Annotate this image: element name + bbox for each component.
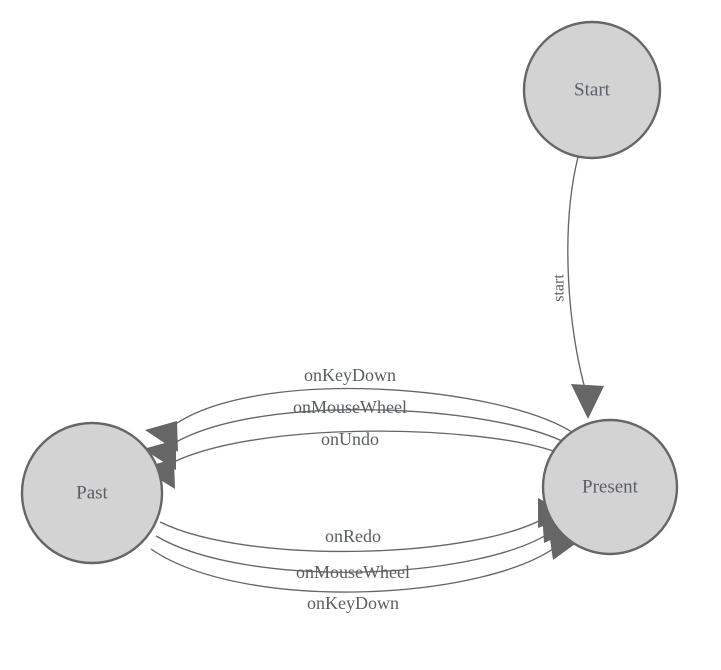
edge-path-start-to-present [567,156,587,393]
node-start-label: Start [574,79,611,100]
node-past[interactable]: Past [20,421,164,565]
edge-path-past-to-present-onmousewheel [155,529,555,573]
edge-label-present-to-past-onmousewheel: onMouseWheel [293,397,407,417]
edge-path-present-to-past-onkeydown [169,387,576,435]
edge-path-present-to-past-onundo [165,430,557,467]
edge-label-start: start [551,274,568,302]
edge-present-to-past-onundo[interactable]: onUndo [141,429,557,489]
edge-label-past-to-present-onkeydown: onKeyDown [307,593,399,613]
node-present[interactable]: Present [541,418,679,556]
edge-path-past-to-present-onkeydown [150,542,562,593]
edge-path-past-to-present-onredo [159,515,549,553]
node-present-circle [541,418,679,556]
node-present-label: Present [582,476,639,497]
edge-start-to-present[interactable]: start [551,156,604,419]
edge-label-past-to-present-onredo: onRedo [325,526,381,546]
node-past-circle [20,421,164,565]
node-start-circle [522,20,662,160]
edge-past-to-present-onmousewheel[interactable]: onMouseWheel [155,512,576,582]
edge-path-present-to-past-onmousewheel [167,409,567,448]
node-start[interactable]: Start [522,20,662,160]
edge-past-to-present-onredo[interactable]: onRedo [159,498,571,553]
edge-label-past-to-present-onmousewheel: onMouseWheel [296,562,410,582]
edge-past-to-present-onkeydown[interactable]: onKeyDown [150,525,582,613]
edge-label-present-to-past-onkeydown: onKeyDown [304,365,396,385]
node-past-label: Past [76,482,108,503]
edge-label-present-to-past-onundo: onUndo [321,429,379,449]
arrowhead-start-to-present [571,384,604,419]
arrowhead-past-to-present-onkeydown [548,525,582,560]
